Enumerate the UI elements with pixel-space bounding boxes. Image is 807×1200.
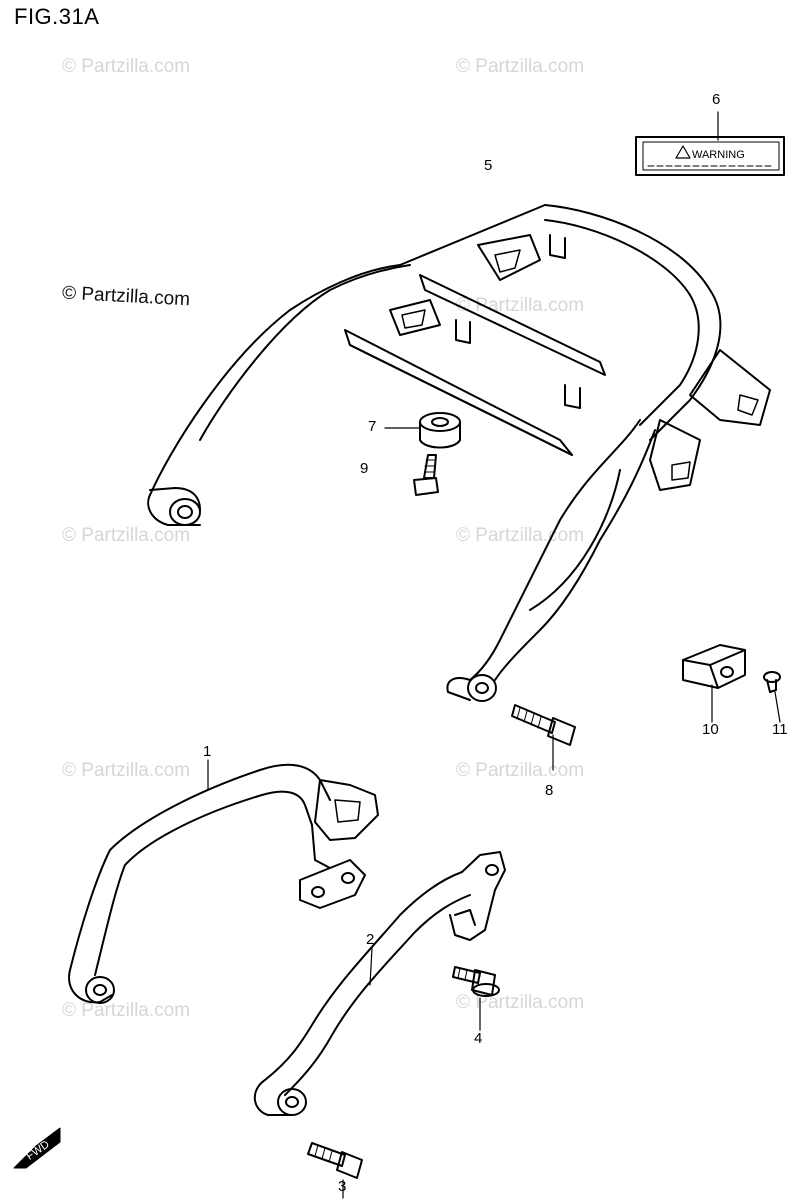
- figure-title: FIG.31A: [14, 4, 100, 29]
- leader-lines: [207, 111, 781, 1031]
- callout-5: 5: [484, 157, 493, 174]
- watermark: © Partzilla.com: [62, 760, 191, 781]
- watermark: © Partzilla.com: [62, 525, 191, 546]
- right-handle: [253, 851, 506, 1116]
- callout-4: 4: [474, 1030, 483, 1047]
- clamp-block: [682, 644, 746, 689]
- watermark: © Partzilla.com: [456, 992, 585, 1013]
- screw-11: [763, 671, 781, 693]
- warning-label-text: WARNING: [692, 149, 745, 161]
- callout-8: 8: [545, 782, 554, 799]
- bolt-8: [511, 704, 576, 771]
- cushion-part: [419, 412, 461, 449]
- callout-11: 11: [772, 721, 788, 738]
- bolt-4: [452, 966, 500, 997]
- callout-1: 1: [203, 743, 212, 760]
- carrier-frame: [147, 204, 771, 702]
- left-handle: [68, 763, 379, 1004]
- bolt-9: [413, 454, 439, 496]
- callout-3: 3: [338, 1178, 347, 1195]
- bolt-3: [307, 1142, 363, 1199]
- callout-9: 9: [360, 460, 369, 477]
- callout-7: 7: [368, 418, 377, 435]
- watermark: © Partzilla.com: [62, 1000, 191, 1021]
- callout-6: 6: [712, 91, 721, 108]
- watermark: © Partzilla.com: [456, 760, 585, 781]
- fwd-arrow-icon: FWD: [13, 1127, 61, 1169]
- callout-2: 2: [366, 931, 375, 948]
- watermark: © Partzilla.com: [456, 525, 585, 546]
- watermark: © Partzilla.com: [456, 56, 585, 77]
- watermark: © Partzilla.com: [62, 56, 191, 77]
- watermark: © Partzilla.com: [456, 295, 585, 316]
- callout-10: 10: [702, 721, 719, 738]
- warning-label: WARNING: [635, 136, 785, 176]
